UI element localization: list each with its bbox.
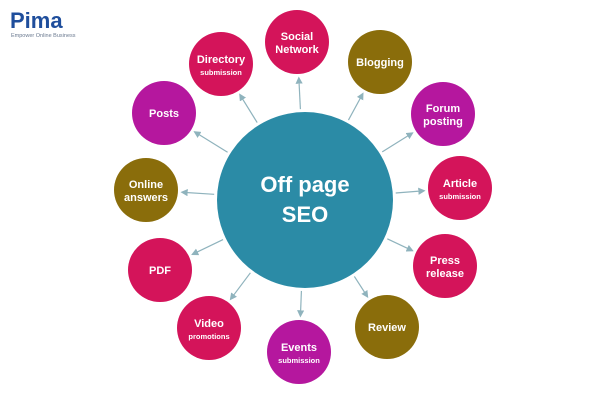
node-label-line2-directory-submission: submission	[200, 68, 242, 77]
brand-name: Pima	[10, 8, 63, 33]
node-label-line2-forum-posting: posting	[423, 116, 463, 128]
hub-title-line1: Off page	[260, 172, 349, 197]
node-label-line1-article-submission: Article	[443, 178, 477, 190]
connector-arrows	[180, 76, 426, 318]
node-disc-posts	[132, 81, 196, 145]
arrow-forum-posting	[381, 132, 414, 153]
node-label-line1-video-promotions: Video	[194, 318, 224, 330]
node-disc-social-network	[265, 10, 329, 74]
node-label-line1-directory-submission: Directory	[197, 54, 246, 66]
node-label-line1-press-release: Press	[430, 255, 460, 267]
node-disc-online-answers	[114, 158, 178, 222]
node-label-line2-video-promotions: promotions	[188, 332, 229, 341]
arrow-social-network	[295, 76, 303, 110]
arrow-review	[353, 276, 369, 298]
node-label-pdf: PDF	[149, 265, 171, 277]
node-label-review: Review	[368, 322, 406, 334]
node-disc-review	[355, 295, 419, 359]
node-disc-blogging	[348, 30, 412, 94]
satellite-nodes: SocialNetworkBloggingForumpostingArticle…	[114, 10, 492, 384]
node-disc-press-release	[413, 234, 477, 298]
node-label-line2-online-answers: answers	[124, 192, 168, 204]
node-label-line2-press-release: release	[426, 268, 464, 280]
hub-disc	[217, 112, 393, 288]
node-posts: Posts	[132, 81, 196, 145]
node-review: Review	[355, 295, 419, 359]
node-disc-video-promotions	[177, 296, 241, 360]
node-label-line1-forum-posting: Forum	[426, 103, 460, 115]
node-events-submission: Events submission	[267, 320, 331, 384]
hub-title-line2: SEO	[282, 202, 328, 227]
node-disc-events-submission	[267, 320, 331, 384]
arrow-blogging	[347, 92, 364, 121]
node-label-blogging: Blogging	[356, 57, 404, 69]
arrow-directory-submission	[239, 93, 258, 123]
arrow-article-submission	[395, 187, 426, 195]
arrow-video-promotions	[229, 272, 251, 301]
brand-tagline: Empower Online Business	[11, 33, 76, 39]
node-disc-forum-posting	[411, 82, 475, 146]
node-pdf: PDF	[128, 238, 192, 302]
node-video-promotions: Video promotions	[177, 296, 241, 360]
node-label-line1-online-answers: Online	[129, 179, 163, 191]
node-label-line2-article-submission: submission	[439, 192, 481, 201]
arrow-pdf	[191, 239, 224, 256]
node-label-line2-social-network: Network	[275, 44, 319, 56]
node-label-line1-events-submission: Events	[281, 342, 317, 354]
node-label-line1-social-network: Social	[281, 31, 313, 43]
node-article-submission: Article submission	[428, 156, 492, 220]
node-disc-article-submission	[428, 156, 492, 220]
node-disc-pdf	[128, 238, 192, 302]
node-label-line2-events-submission: submission	[278, 356, 320, 365]
arrow-posts	[193, 131, 228, 153]
hub-circle: Off page SEO	[217, 112, 393, 288]
node-disc-directory-submission	[189, 32, 253, 96]
node-directory-submission: Directory submission	[189, 32, 253, 96]
node-label-posts: Posts	[149, 108, 179, 120]
arrow-press-release	[387, 238, 414, 252]
node-blogging: Blogging	[348, 30, 412, 94]
brand-logo: Pima Empower Online Business	[10, 10, 120, 46]
arrow-online-answers	[180, 189, 215, 197]
arrow-events-submission	[297, 290, 305, 318]
